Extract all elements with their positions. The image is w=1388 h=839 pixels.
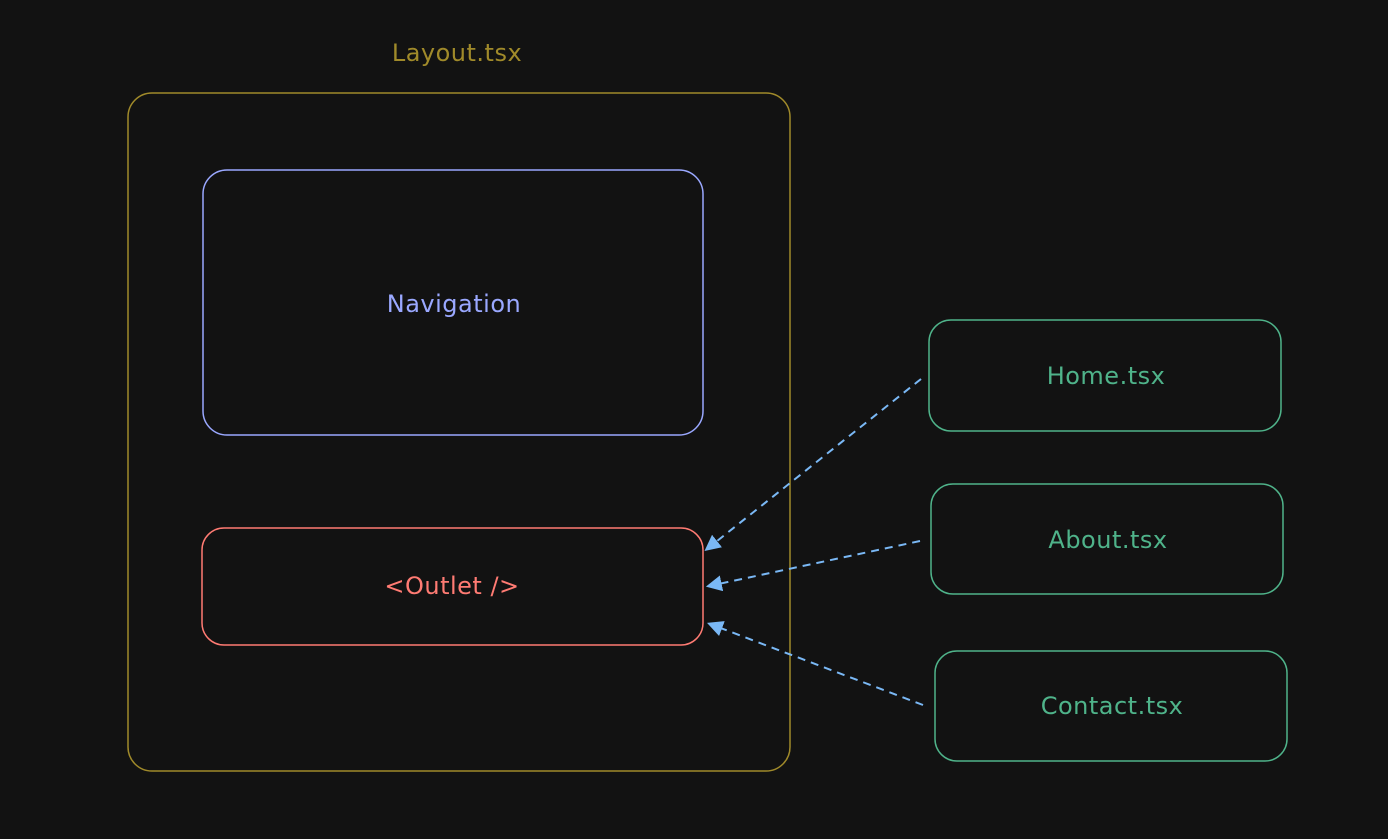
outlet-box [201, 527, 704, 646]
navigation-box [202, 169, 704, 436]
navigation-label: Navigation [386, 290, 522, 318]
contact-page-box [934, 650, 1288, 762]
contact-to-outlet-arrow [707, 621, 924, 706]
home-page-box [928, 319, 1282, 432]
about-page-label: About.tsx [1048, 526, 1168, 554]
about-to-outlet-arrow [705, 540, 921, 592]
home-to-outlet-arrow [704, 378, 922, 551]
outlet-label: <Outlet /> [384, 572, 520, 600]
about-page-box [930, 483, 1284, 595]
layout-title: Layout.tsx [391, 39, 523, 67]
layout-box [127, 92, 791, 772]
home-page-label: Home.tsx [1046, 362, 1166, 390]
contact-page-label: Contact.tsx [1040, 692, 1184, 720]
